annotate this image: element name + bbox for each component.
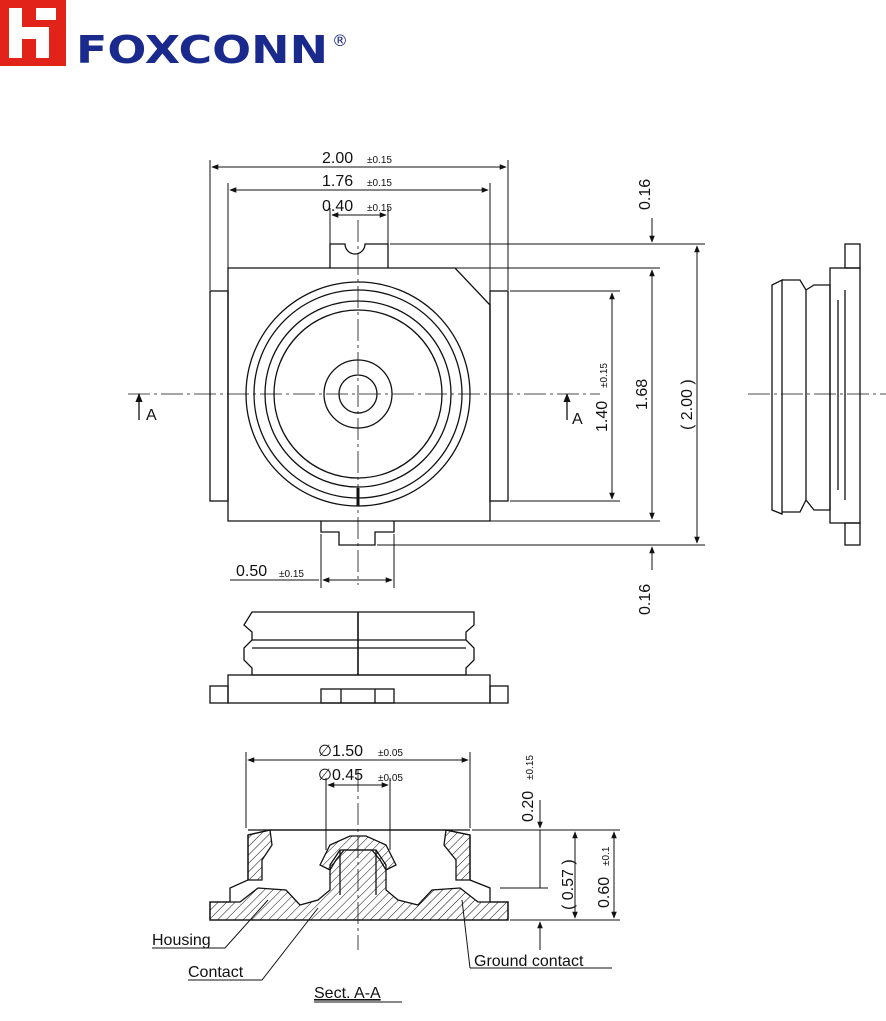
section-label-right: A: [572, 411, 583, 428]
svg-text:±0.15: ±0.15: [599, 363, 610, 388]
label-ground-contact: Ground contact: [474, 953, 584, 970]
svg-text:±0.1: ±0.1: [601, 846, 612, 866]
dim-0-16-top: 0.16: [637, 179, 654, 210]
section-title: Sect. A-A: [314, 985, 381, 1002]
dim-2-00-ref: ( 2.00 ): [679, 379, 696, 430]
label-housing: Housing: [152, 932, 211, 949]
bottom-contact-tab: [321, 521, 394, 545]
svg-text:±0.15: ±0.15: [279, 569, 304, 580]
left-side-tab: [210, 291, 228, 501]
section-label-left: A: [146, 407, 157, 424]
svg-text:±0.05: ±0.05: [378, 748, 403, 759]
label-contact: Contact: [188, 964, 244, 981]
right-side-tab: [490, 291, 508, 501]
svg-text:±0.05: ±0.05: [378, 773, 403, 784]
dim-phi-1-50: ∅1.50: [318, 743, 363, 760]
svg-text:±0.15: ±0.15: [367, 203, 392, 214]
dim-0-16-bottom: 0.16: [637, 584, 654, 615]
svg-text:±0.15: ±0.15: [525, 755, 536, 780]
svg-text:±0.15: ±0.15: [367, 178, 392, 189]
top-dimensions: [210, 160, 508, 305]
svg-text:±0.15: ±0.15: [367, 155, 392, 166]
dim-0-57: ( 0.57 ): [560, 859, 577, 910]
side-view: [748, 244, 886, 545]
dim-0-60: 0.60: [596, 877, 613, 908]
section-a-a: [210, 770, 508, 950]
top-contact-tab: [330, 244, 388, 268]
dim-1-68: 1.68: [634, 379, 651, 410]
dim-1-76: 1.76: [322, 173, 353, 190]
dim-0-50: 0.50: [236, 563, 267, 580]
front-view: [210, 612, 508, 703]
dim-2-00: 2.00: [322, 150, 353, 167]
top-view: [128, 220, 600, 585]
dim-phi-0-45: ∅0.45: [318, 767, 363, 784]
dim-0-20: 0.20: [520, 791, 537, 822]
dim-0-40: 0.40: [322, 198, 353, 215]
dim-1-40: 1.40: [594, 401, 611, 432]
